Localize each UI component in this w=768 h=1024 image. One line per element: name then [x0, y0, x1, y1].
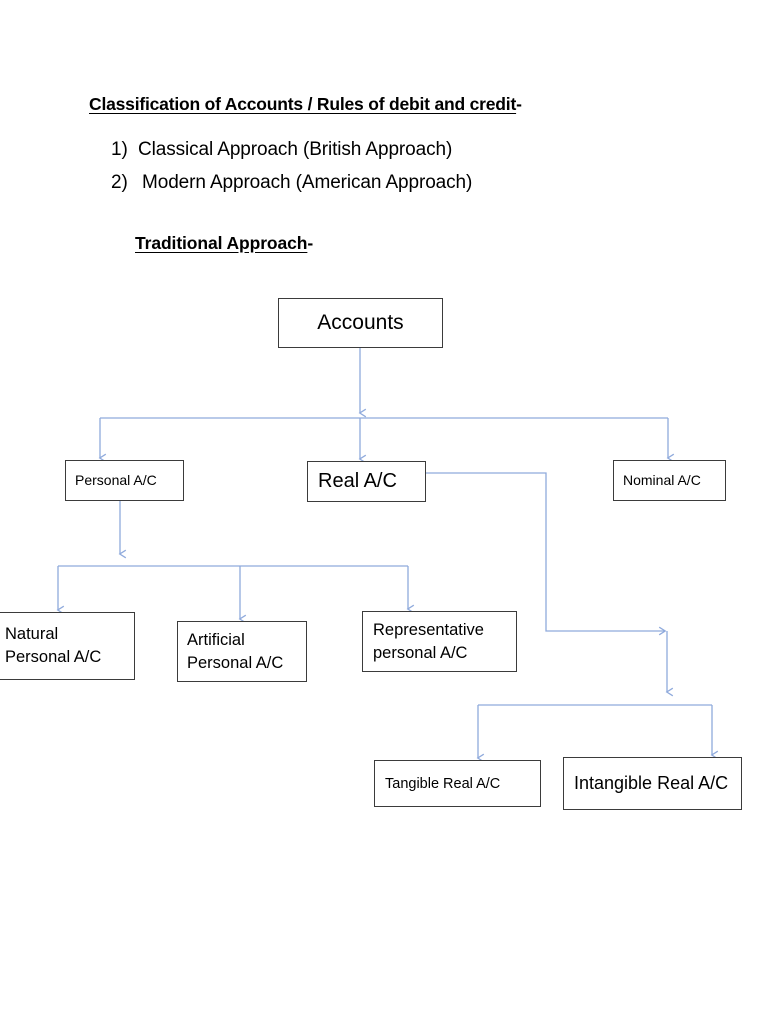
section-title: Traditional Approach-: [135, 233, 313, 254]
node-representative-personal-ac[interactable]: Representative personal A/C: [362, 611, 517, 672]
page-title-tail: -: [516, 94, 522, 114]
section-title-tail: -: [307, 233, 314, 253]
node-accounts-label: Accounts: [317, 310, 404, 334]
node-real-ac-label: Real A/C: [318, 469, 397, 492]
node-personal-ac[interactable]: Personal A/C: [65, 460, 184, 501]
node-personal-ac-label: Personal A/C: [75, 471, 157, 488]
node-intangible-real-ac[interactable]: Intangible Real A/C: [563, 757, 742, 810]
page-title-text: Classification of Accounts / Rules of de…: [89, 94, 517, 114]
list-item-label: Classical Approach (British Approach): [138, 139, 453, 160]
list-item-marker: 2): [111, 172, 128, 193]
node-artificial-personal-ac-label: Artificial Personal A/C: [187, 630, 284, 672]
node-representative-personal-ac-label: Representative personal A/C: [373, 620, 484, 662]
list-item: 1) Classical Approach (British Approach): [111, 139, 452, 161]
node-artificial-personal-ac[interactable]: Artificial Personal A/C: [177, 621, 307, 682]
page-title: Classification of Accounts / Rules of de…: [89, 94, 522, 115]
node-accounts[interactable]: Accounts: [278, 298, 443, 348]
node-nominal-ac-label: Nominal A/C: [623, 471, 701, 488]
list-item: 2) Modern Approach (American Approach): [111, 172, 472, 194]
node-intangible-real-ac-label: Intangible Real A/C: [574, 773, 729, 794]
node-tangible-real-ac-label: Tangible Real A/C: [385, 775, 501, 792]
list-item-label: Modern Approach (American Approach): [142, 172, 473, 193]
section-title-text: Traditional Approach: [135, 233, 308, 253]
node-tangible-real-ac[interactable]: Tangible Real A/C: [374, 760, 541, 807]
node-nominal-ac[interactable]: Nominal A/C: [613, 460, 726, 501]
node-natural-personal-ac-label: Natural Personal A/C: [5, 625, 102, 666]
node-real-ac[interactable]: Real A/C: [307, 461, 426, 502]
list-item-marker: 1): [111, 139, 128, 160]
node-natural-personal-ac[interactable]: Natural Personal A/C: [0, 612, 135, 680]
